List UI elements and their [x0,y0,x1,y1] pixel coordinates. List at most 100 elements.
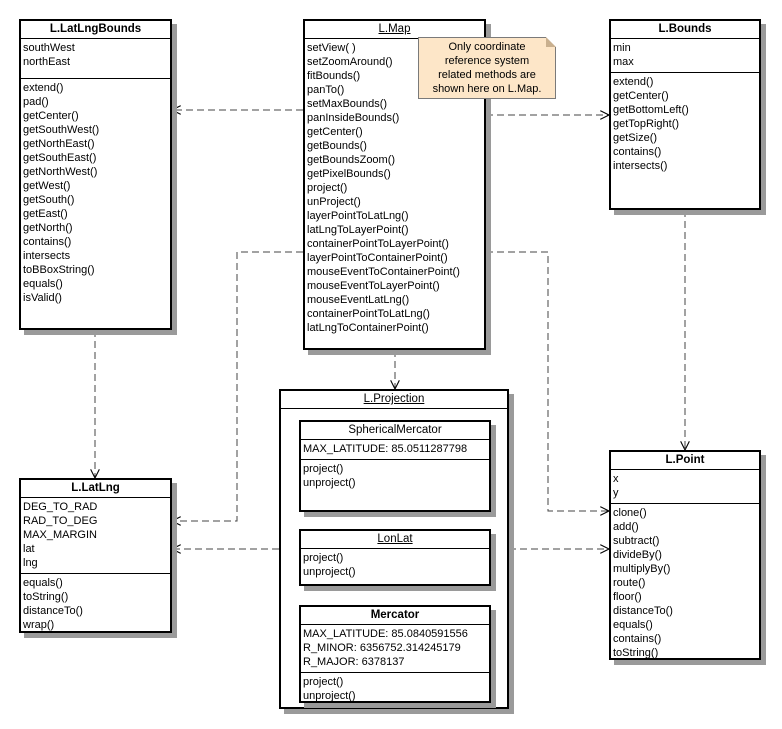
field-item: southWest [23,42,75,54]
method-item: distanceTo() [23,605,83,617]
method-item: extend() [613,76,654,88]
method-item: toString() [23,591,69,603]
method-item: distanceTo() [613,605,673,617]
method-item: project() [303,676,344,688]
method-item: extend() [23,82,64,94]
class-map: L.Map setView( )setZoomAround()fitBounds… [303,19,486,350]
dep-map-to-point [486,251,609,511]
method-item: equals() [23,577,63,589]
method-item: divideBy() [613,549,662,561]
method-item: getNorthWest() [23,166,98,178]
method-item: unproject() [303,477,356,489]
class-title: L.LatLng [21,480,170,498]
field-item: MAX_LATITUDE: 85.0840591556 [303,628,468,640]
field-item: R_MAJOR: 6378137 [303,656,405,668]
note-line: reference system [444,55,530,67]
field-item: y [613,487,619,499]
method-item: multiplyBy() [613,563,671,575]
field-item: DEG_TO_RAD [23,501,98,513]
field-item: lat [23,543,35,555]
methods-section: project()unproject() [301,549,489,582]
field-item: x [613,473,619,485]
field-item: RAD_TO_DEG [23,515,98,527]
method-item: getSouthWest() [23,124,100,136]
class-lonlat: LonLat project()unproject() [299,529,491,586]
method-item: layerPointToContainerPoint() [307,252,448,264]
method-item: containerPointToLatLng() [307,308,430,320]
method-item: add() [613,521,639,533]
field-item: min [613,42,631,54]
method-item: contains() [613,633,662,645]
method-item: getEast() [23,208,68,220]
method-item: getSouthEast() [23,152,97,164]
methods-section: equals() toString() distanceTo() wrap() [21,574,170,635]
method-item: equals() [613,619,653,631]
method-item: unProject() [307,196,361,208]
class-spherical-mercator: SphericalMercator MAX_LATITUDE: 85.05112… [299,420,491,512]
method-item: getPixelBounds() [307,168,391,180]
method-item: mouseEventToLayerPoint() [307,280,440,292]
dep-map-to-latlng [172,251,303,521]
field-item: max [613,56,634,68]
fields-section: MAX_LATITUDE: 85.0511287798 [301,440,489,460]
methods-section: clone() add() subtract() divideBy() multiply… [611,504,759,663]
methods-section: project() unproject() [301,673,489,706]
methods-section: project() unproject() [301,460,489,493]
methods-section: setView( )setZoomAround()fitBounds()panT… [305,39,484,338]
method-item: getSouth() [23,194,75,206]
method-item: intersects() [613,160,668,172]
method-item: intersects [23,250,71,262]
method-item: floor() [613,591,642,603]
note-line: Only coordinate [448,41,526,53]
method-item: layerPointToLatLng() [307,210,409,222]
method-item: unproject() [303,690,356,702]
method-item: equals() [23,278,63,290]
method-item: getCenter() [307,126,363,138]
method-item: setView( ) [307,42,356,54]
method-item: mouseEventLatLng() [307,294,410,306]
fields-section: southWest northEast [21,39,170,79]
method-item: toBBoxString() [23,264,95,276]
method-item: isValid() [23,292,62,304]
class-title: L.Bounds [611,21,759,39]
class-title: L.Point [611,452,759,470]
class-title: L.LatLngBounds [21,21,170,39]
field-item: MAX_LATITUDE: 85.0511287798 [303,443,468,455]
method-item: latLngToContainerPoint() [307,322,429,334]
class-title: L.Projection [281,391,507,409]
method-item: project() [307,182,348,194]
method-item: getNorth() [23,222,73,234]
method-item: containerPointToLayerPoint() [307,238,449,250]
method-item: getBounds() [307,140,367,152]
class-title: LonLat [301,531,489,549]
method-item: getTopRight() [613,118,680,130]
method-item: mouseEventToContainerPoint() [307,266,460,278]
method-item: wrap() [23,619,55,631]
method-item: latLngToLayerPoint() [307,224,409,236]
method-item: toString() [613,647,659,659]
method-item: contains() [613,146,662,158]
method-item: getCenter() [613,90,669,102]
methods-section: extend()getCenter()getBottomLeft()getTop… [611,73,759,176]
method-item: project() [303,463,344,475]
class-latlngbounds: L.LatLngBounds southWest northEast extend… [19,19,172,330]
class-title: L.Map [305,21,484,39]
note-line: related methods are [438,69,536,81]
field-item: northEast [23,56,71,68]
class-title: SphericalMercator [301,422,489,440]
method-item: clone() [613,507,647,519]
method-item: getBoundsZoom() [307,154,396,166]
note-fold-corner [546,37,556,47]
field-item: R_MINOR: 6356752.314245179 [303,642,461,654]
field-item: MAX_MARGIN [23,529,97,541]
method-item: contains() [23,236,72,248]
method-item: subtract() [613,535,660,547]
